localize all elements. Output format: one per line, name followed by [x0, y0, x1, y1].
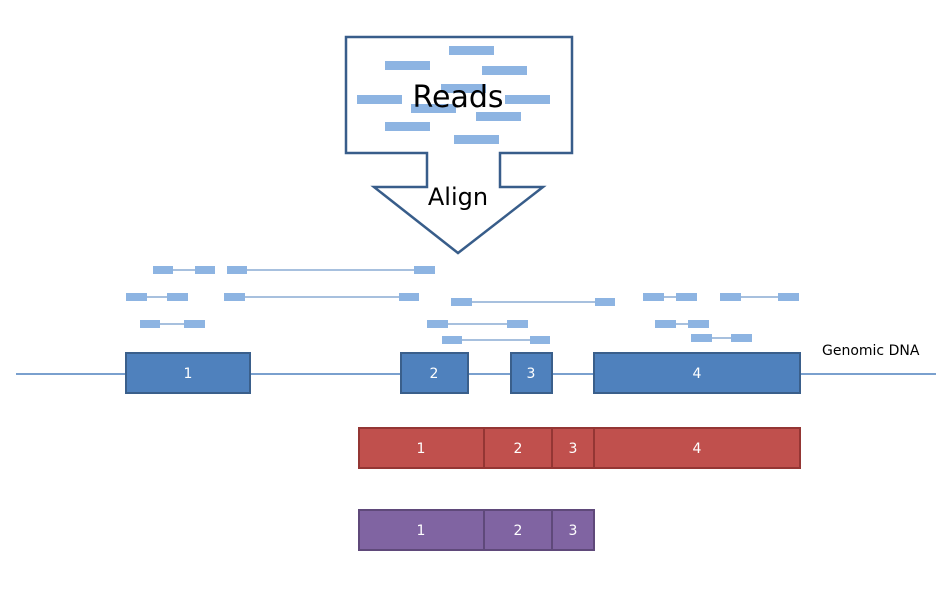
exon-1	[125, 352, 251, 394]
exon-2	[400, 352, 469, 394]
read	[778, 293, 799, 301]
read	[195, 266, 215, 274]
transcript-isoform-b	[358, 509, 595, 551]
read	[399, 293, 419, 301]
transcript-exon-2	[483, 427, 553, 469]
read	[476, 112, 521, 121]
read	[720, 293, 741, 301]
read	[688, 320, 709, 328]
transcript-exon-1	[358, 509, 485, 551]
read	[643, 293, 664, 301]
read	[167, 293, 188, 301]
transcript-exon-label: 2	[514, 523, 523, 539]
read	[482, 66, 527, 75]
aligned-reads	[126, 266, 799, 344]
transcript-exon-label: 4	[693, 441, 702, 457]
read	[530, 336, 550, 344]
exon-label: 1	[184, 366, 193, 382]
transcript-exon-1	[358, 427, 485, 469]
read	[454, 135, 499, 144]
unaligned-reads	[357, 46, 550, 144]
read	[441, 84, 486, 93]
transcript-exon-2	[483, 509, 553, 551]
transcript-exon-label: 3	[569, 523, 578, 539]
read	[505, 95, 550, 104]
genome-exons	[125, 352, 801, 394]
exon-label: 4	[693, 366, 702, 382]
exon-label: 3	[527, 366, 536, 382]
read	[385, 61, 430, 70]
genomic-dna-label: Genomic DNA	[822, 343, 920, 359]
transcript-exon-label: 3	[569, 441, 578, 457]
read	[655, 320, 676, 328]
read	[126, 293, 147, 301]
reads-title: Reads	[412, 80, 503, 115]
align-label: Align	[428, 183, 488, 211]
read	[140, 320, 160, 328]
read	[427, 320, 448, 328]
transcript-isoform-a	[358, 427, 801, 469]
exon-label: 2	[430, 366, 439, 382]
read	[691, 334, 712, 342]
transcript-exon-label: 2	[514, 441, 523, 457]
read	[676, 293, 697, 301]
reads-callout-arrow	[344, 35, 574, 255]
read	[385, 122, 430, 131]
transcript-exon-4	[593, 427, 801, 469]
read	[442, 336, 462, 344]
transcript-exon-label: 1	[417, 523, 426, 539]
read	[507, 320, 528, 328]
read	[731, 334, 752, 342]
exon-3	[510, 352, 553, 394]
read	[224, 293, 245, 301]
read	[449, 46, 494, 55]
read	[227, 266, 247, 274]
transcript-exon-3	[551, 509, 595, 551]
read	[357, 95, 402, 104]
transcript-exon-label: 1	[417, 441, 426, 457]
read	[184, 320, 205, 328]
read	[153, 266, 173, 274]
read	[414, 266, 435, 274]
exon-4	[593, 352, 801, 394]
read	[411, 104, 456, 113]
read	[451, 298, 472, 306]
read	[595, 298, 615, 306]
